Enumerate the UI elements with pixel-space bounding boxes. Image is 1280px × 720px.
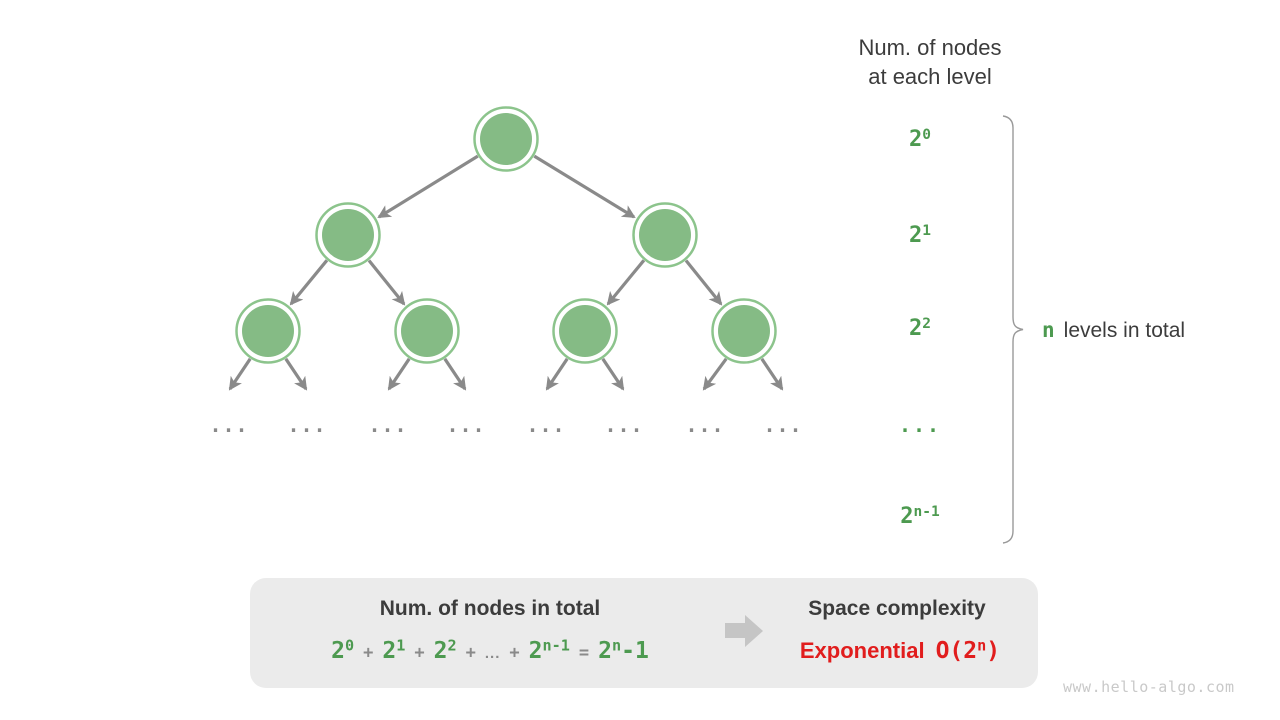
tree-node [235,298,301,364]
tree-ellipsis: ... [368,413,408,437]
brace-label-text: levels in total [1063,319,1186,342]
tree-ellipsis: ... [287,413,327,437]
tree-edge [377,154,479,219]
formula-term: 22 [433,636,457,664]
tree-node-root [473,106,539,172]
watermark: www.hello-algo.com [1063,678,1235,696]
tree-ellipsis: ... [604,413,644,437]
tree-node [394,298,460,364]
plus-operator: + [363,643,374,663]
tree-ellipsis: ... [685,413,725,437]
total-nodes-title: Num. of nodes in total [379,597,601,620]
level-label-0: 20 [909,126,931,152]
tree-ellipsis: ... [209,413,249,437]
complexity-word: Exponential [799,638,925,663]
level-count-header-line1: Num. of nodes [858,35,1002,60]
plus-operator: + [465,643,476,663]
flow-arrow-icon [725,615,763,647]
formula-ellipsis: ... [484,645,501,662]
tree-nodes [235,106,777,364]
complexity-big-o: O(2n) [935,636,1001,664]
tree-node [552,298,618,364]
tree-edges [228,154,784,391]
tree-edge [367,259,406,306]
brace-label: n levels in total [1042,317,1262,344]
formula-term: 2n-1 [528,636,570,664]
level-count-header-line2: at each level [868,64,992,89]
space-complexity-title: Space complexity [808,597,986,620]
formula-term: 21 [382,636,406,664]
leaf-arrow [702,357,728,391]
tree-edge [606,259,646,306]
levels-brace [1002,115,1024,544]
tree-edge [289,259,329,306]
leaf-arrow [228,357,252,391]
tree-node [315,202,381,268]
level-label-dots: ... [898,413,942,437]
brace-label-n: n [1042,318,1055,342]
summary-box [250,578,1038,688]
level-label-1: 21 [909,222,931,248]
equals-operator: = [578,643,590,663]
leaf-arrow [760,357,784,391]
tree-ellipsis: ... [763,413,803,437]
tree-node [632,202,698,268]
plus-operator: + [509,643,520,663]
tree-edge [533,154,636,219]
tree-edge [684,259,723,306]
level-count-header: Num. of nodes at each level [820,33,1040,91]
leaf-arrow [545,357,569,391]
complexity-value: Exponential O(2n) [778,638,1022,664]
formula-result: 2n-1 [598,636,649,664]
leaf-arrow [284,357,308,391]
level-label-2: 22 [909,315,931,341]
leaf-arrow [601,357,625,391]
formula-term: 20 [331,636,355,664]
leaf-arrow [443,357,467,391]
tree-node [711,298,777,364]
total-nodes-formula: 20 + 21 + 22 + ... + 2n-1 = 2n-1 [283,638,697,664]
tree-ellipsis: ... [446,413,486,437]
leaf-arrow [387,357,411,391]
tree-ellipsis: ... [526,413,566,437]
level-label-n: 2n-1 [900,503,940,529]
plus-operator: + [414,643,425,663]
